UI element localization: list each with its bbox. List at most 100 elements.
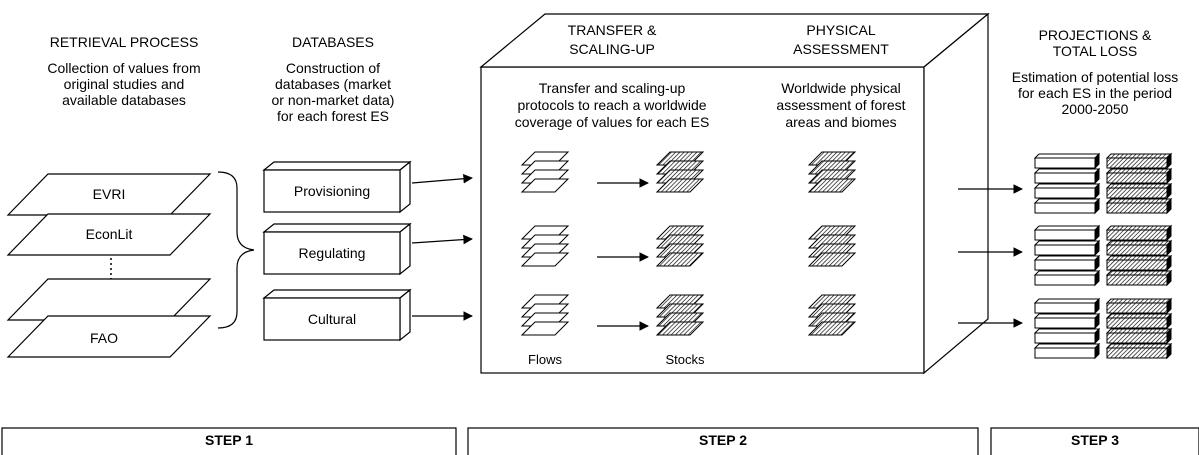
bar-top xyxy=(1105,328,1173,334)
step-3-box: STEP 3 xyxy=(990,427,1199,455)
step-2-box: STEP 2 xyxy=(467,427,979,455)
flows-label: Flows xyxy=(528,352,562,367)
databases-section: DATABASES Construction of databases (mar… xyxy=(262,34,473,342)
bar-top xyxy=(1105,198,1173,204)
bar-top xyxy=(1105,298,1173,304)
cultural-box: Cultural xyxy=(262,288,412,342)
retrieval-title: RETRIEVAL PROCESS xyxy=(50,34,199,50)
bar-front xyxy=(1034,244,1096,256)
projections-desc-line-2: for each ES in the period xyxy=(1018,85,1172,101)
bar-top xyxy=(1105,255,1173,261)
bar-front xyxy=(1034,347,1096,359)
bar-front xyxy=(1034,317,1096,329)
flows-stack-2 xyxy=(520,225,570,267)
bar-front xyxy=(1034,157,1096,169)
arrow-provisioning xyxy=(411,173,473,184)
fao-layer-label: FAO xyxy=(90,330,118,346)
transfer-desc-line-1: Transfer and scaling-up xyxy=(539,80,686,96)
bar-top xyxy=(1033,240,1101,246)
bar-front xyxy=(1034,202,1096,214)
bar-front xyxy=(1034,172,1096,184)
stocks-stack-2 xyxy=(655,225,705,267)
bar-top xyxy=(1033,328,1101,334)
stocks-stack-1 xyxy=(655,151,705,193)
physical-desc-line-3: areas and biomes xyxy=(785,114,896,130)
step-3-label: STEP 3 xyxy=(1071,432,1119,448)
projections-section: PROJECTIONS & TOTAL LOSS Estimation of p… xyxy=(958,27,1178,328)
cultural-label: Cultural xyxy=(308,311,356,327)
bar-top xyxy=(1033,153,1101,159)
physical-section: PHYSICAL ASSESSMENT Worldwide physical a… xyxy=(776,22,905,130)
provisioning-label: Provisioning xyxy=(294,183,370,199)
provisioning-box: Provisioning xyxy=(262,160,412,214)
projection-bars-group-1 xyxy=(1033,152,1173,215)
transfer-title-line-2: SCALING-UP xyxy=(569,41,655,57)
brace-icon xyxy=(217,171,255,329)
layer-sheet xyxy=(655,252,705,267)
evri-layer-label: EVRI xyxy=(93,186,126,202)
retrieval-desc-line-2: original studies and xyxy=(64,76,185,92)
bar-front xyxy=(1034,187,1096,199)
econlit-layer xyxy=(6,213,212,256)
bar-top xyxy=(1105,225,1173,231)
layer-sheet xyxy=(520,252,570,267)
physical-stack-1 xyxy=(807,151,857,193)
projection-bars-group-2 xyxy=(1033,224,1173,287)
physical-stack-3 xyxy=(807,294,857,336)
bar-top xyxy=(1033,313,1101,319)
layer-sheet xyxy=(807,321,857,336)
regulating-label: Regulating xyxy=(299,245,366,261)
projection-bars xyxy=(1033,152,1173,360)
bar-top xyxy=(1033,343,1101,349)
bar-top xyxy=(1105,313,1173,319)
databases-desc-line-4: for each forest ES xyxy=(277,108,389,124)
physical-stack-2 xyxy=(807,225,857,267)
transfer-title-line-1: TRANSFER & xyxy=(568,22,657,38)
bar-top xyxy=(1105,240,1173,246)
bar-top xyxy=(1033,225,1101,231)
bar-front xyxy=(1034,302,1096,314)
stocks-label: Stocks xyxy=(665,352,705,367)
databases-title: DATABASES xyxy=(292,34,374,50)
databases-desc-line-2: databases (market xyxy=(275,76,391,92)
bar-top xyxy=(1105,183,1173,189)
regulating-box: Regulating xyxy=(262,222,412,276)
bar-top xyxy=(1033,183,1101,189)
bar-top xyxy=(1105,270,1173,276)
blank-layer xyxy=(6,278,212,321)
bar-front xyxy=(1106,317,1168,329)
layer-sheet xyxy=(520,321,570,336)
layer-sheet xyxy=(520,178,570,193)
bar-top xyxy=(1033,198,1101,204)
bar-front xyxy=(1106,187,1168,199)
bar-front xyxy=(1106,302,1168,314)
projections-desc-line-3: 2000-2050 xyxy=(1062,101,1129,117)
bar-front xyxy=(1034,229,1096,241)
stocks-stack-3 xyxy=(655,294,705,336)
flows-stack-1 xyxy=(520,151,570,193)
bar-front xyxy=(1106,172,1168,184)
layer-sheet xyxy=(807,252,857,267)
physical-title-line-1: PHYSICAL xyxy=(806,22,875,38)
physical-desc-line-1: Worldwide physical xyxy=(781,80,901,96)
bar-front xyxy=(1106,244,1168,256)
bar-top xyxy=(1105,168,1173,174)
bar-top xyxy=(1033,270,1101,276)
retrieval-section: RETRIEVAL PROCESS Collection of values f… xyxy=(6,34,255,358)
transfer-desc-line-2: protocols to reach a worldwide xyxy=(517,97,706,113)
databases-desc-line-1: Construction of xyxy=(286,60,380,76)
bar-top xyxy=(1033,168,1101,174)
bar-front xyxy=(1106,274,1168,286)
layer-sheet xyxy=(655,178,705,193)
layer-sheet xyxy=(807,178,857,193)
fao-layer xyxy=(6,315,212,358)
arrow-regulating xyxy=(411,234,473,245)
flows-stack-3 xyxy=(520,294,570,336)
step-1-label: STEP 1 xyxy=(205,432,253,448)
step-2-label: STEP 2 xyxy=(699,432,747,448)
step-1-box: STEP 1 xyxy=(1,427,457,455)
bar-front xyxy=(1106,347,1168,359)
bar-front xyxy=(1106,259,1168,271)
retrieval-desc-line-3: available databases xyxy=(62,92,186,108)
bar-top xyxy=(1033,255,1101,261)
